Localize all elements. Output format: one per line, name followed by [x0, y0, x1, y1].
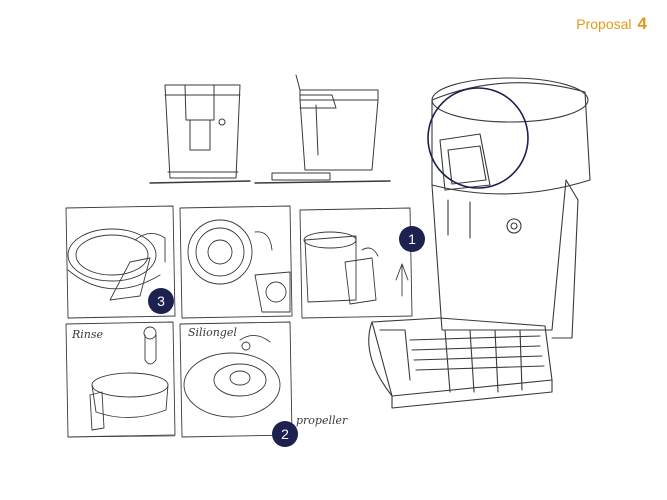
proposal-number: 4 — [637, 14, 647, 33]
panel-bottom-left — [65, 321, 176, 438]
proposal-heading: Proposal 4 — [576, 14, 647, 34]
side-view-sketch — [254, 74, 391, 184]
panel-top-left — [65, 205, 176, 319]
panel-bottom-middle — [179, 321, 293, 438]
panel-top-right — [299, 207, 413, 319]
machine-sketch — [368, 77, 591, 409]
note-rinse: Rinse — [72, 328, 104, 341]
step-badge-1: 1 — [399, 226, 425, 252]
highlight-circle — [427, 87, 529, 189]
proposal-label: Proposal — [576, 16, 632, 32]
note-propeller: propeller — [296, 414, 348, 427]
step-badge-3: 3 — [148, 288, 174, 314]
note-siliongel: Siliongel — [188, 326, 237, 339]
step-badge-2: 2 — [272, 421, 298, 447]
front-view-sketch — [149, 84, 251, 184]
panel-top-middle — [179, 205, 293, 319]
